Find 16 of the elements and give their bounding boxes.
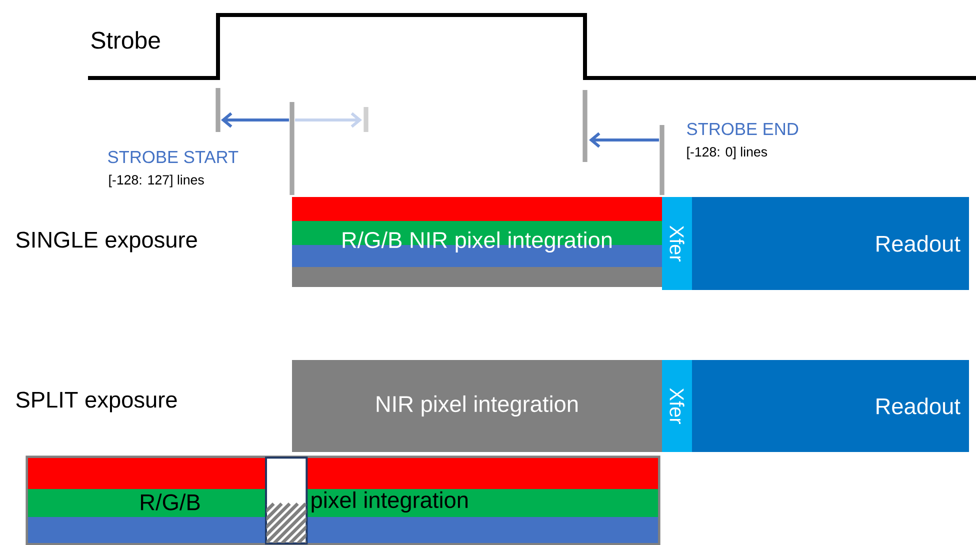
node-label: R/G/B NIR pixel integration	[342, 231, 612, 253]
range-label: [-128: 0] lines	[687, 146, 768, 160]
readout-block: Readout	[692, 360, 969, 452]
transfer-block: Xfer	[662, 360, 692, 452]
signal-label: Strobe	[91, 31, 160, 49]
integration-bar: NIR pixel integration	[292, 360, 662, 452]
row-label: SPLIT exposure	[16, 392, 177, 412]
transfer-block: Xfer	[662, 197, 692, 290]
parameter-label: STROBE START	[108, 150, 238, 164]
row-label: SINGLE exposure	[16, 232, 197, 252]
parameter-label: STROBE END	[687, 122, 798, 136]
integration-bar: R/G/B pixel integration	[26, 456, 660, 545]
hatched-block	[265, 456, 308, 544]
readout-block: Readout	[692, 197, 969, 290]
integration-bar: R/G/B NIR pixel integration	[292, 197, 662, 287]
range-label: [-128: 127] lines	[109, 174, 204, 188]
